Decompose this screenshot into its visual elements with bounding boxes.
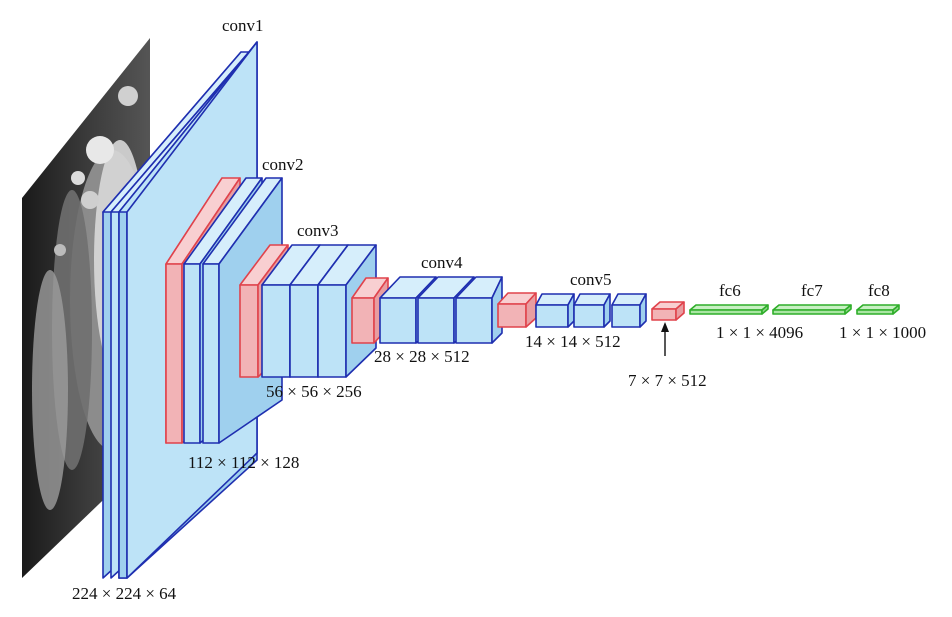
conv5-label: conv5 [570, 270, 612, 289]
fc7-label: fc7 [801, 281, 823, 300]
conv5-dimensions: 14 × 14 × 512 [525, 332, 621, 351]
conv1-label: conv1 [222, 16, 264, 35]
conv4-dimensions: 28 × 28 × 512 [374, 347, 470, 366]
fc8-dimensions: 1 × 1 × 1000 [839, 323, 926, 342]
pool5-arrow [661, 322, 669, 356]
conv2-label: conv2 [262, 155, 304, 174]
fc8-label: fc8 [868, 281, 890, 300]
pool5-block [651, 301, 685, 321]
conv5-block [497, 292, 647, 328]
conv1-dimensions: 224 × 224 × 64 [72, 584, 177, 603]
fc7-block [772, 304, 852, 315]
pool5-dimensions: 7 × 7 × 512 [628, 371, 707, 390]
fc8-block [856, 304, 900, 315]
fc6-label: fc6 [719, 281, 741, 300]
fc67-dimensions: 1 × 1 × 4096 [716, 323, 803, 342]
conv2-block [165, 177, 283, 444]
conv4-block [351, 276, 503, 344]
conv2-dimensions: 112 × 112 × 128 [188, 453, 299, 472]
conv3-dimensions: 56 × 56 × 256 [266, 382, 362, 401]
conv4-label: conv4 [421, 253, 463, 272]
fc6-block [689, 304, 769, 315]
conv3-label: conv3 [297, 221, 339, 240]
conv3-block [239, 244, 377, 378]
